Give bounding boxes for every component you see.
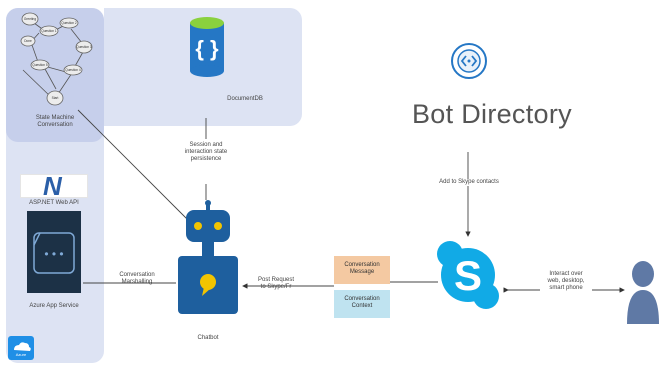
- state-node: [63, 64, 83, 76]
- cloud-icon: [14, 342, 31, 351]
- svg-text:• • •: • • •: [44, 247, 63, 261]
- state-node-label: Question 3: [76, 45, 92, 49]
- aspnet-label: ASP.NET Web API: [29, 200, 79, 206]
- aspnet-logo: N: [20, 171, 88, 201]
- svg-text:S: S: [454, 252, 482, 299]
- state-node-label: Question 5: [32, 63, 48, 67]
- documentdb-label: DocumentDB: [227, 96, 263, 102]
- post-request-label: Post Request to Skype/Fr: [257, 277, 295, 290]
- state-node: [21, 12, 39, 26]
- state-node: [59, 17, 79, 29]
- state-node: [20, 35, 36, 47]
- aspnet-logo-icon: N: [43, 171, 62, 201]
- conversation-context-box: Conversation Context: [334, 290, 390, 318]
- azure-badge: Azure: [8, 336, 34, 360]
- svg-text:{ }: { }: [195, 36, 219, 61]
- session-label: Session and interaction state persistenc…: [184, 142, 228, 162]
- state-machine-diagram: Greeting Question 1 Question 2 Question …: [20, 12, 93, 106]
- state-node: [75, 40, 93, 54]
- user-icon: [627, 261, 659, 324]
- chatbot-robot-icon: [178, 200, 238, 314]
- add-to-skype-label: Add to Skype contacts: [428, 179, 510, 186]
- state-node: [46, 90, 64, 106]
- bot-directory-title: Bot Directory: [412, 99, 572, 129]
- state-node-label: Question 1: [41, 29, 57, 33]
- app-service-icon: • • •: [27, 211, 81, 293]
- interact-label: Interact over web, desktop, smart phone: [540, 271, 592, 292]
- chatbot-label: Chatbot: [197, 335, 219, 341]
- state-node: [39, 25, 59, 37]
- state-node-label: Greeting: [24, 17, 36, 21]
- marshalling-label: Conversation Marshalling: [119, 272, 155, 285]
- state-node-label: Start: [52, 96, 59, 100]
- state-node-label: Question 4: [65, 68, 81, 72]
- state-machine-label: State Machine Conversation: [35, 115, 75, 128]
- app-service-label: Azure App Service: [29, 303, 79, 309]
- skype-icon: S: [437, 241, 499, 309]
- documentdb-icon: { }: [190, 17, 224, 77]
- state-node-label: Question 2: [61, 21, 77, 25]
- state-node-label: Done: [24, 39, 32, 43]
- azure-badge-label: Azure: [15, 352, 27, 357]
- state-node: [30, 59, 50, 71]
- state-to-chatbot-line: [77, 109, 191, 223]
- bot-directory-icon: [451, 43, 487, 79]
- conversation-message-box: Conversation Message: [334, 256, 390, 284]
